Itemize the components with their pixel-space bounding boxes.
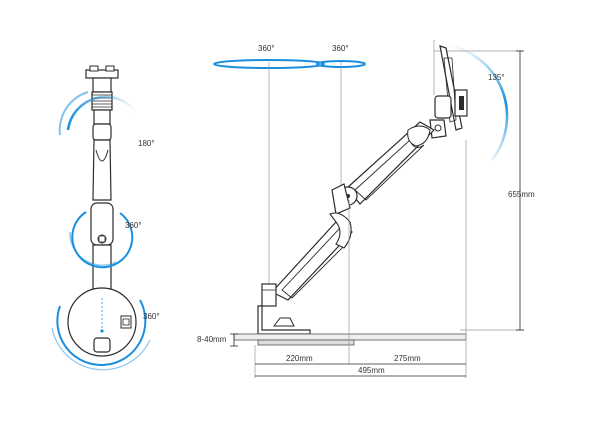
tilt-arc — [435, 42, 509, 161]
upper-arm-front — [92, 139, 112, 201]
label-height: 655mm — [508, 190, 535, 199]
label-rot-mid: 360° — [125, 221, 142, 230]
label-rot-right: 360° — [332, 44, 349, 53]
label-tilt: 135° — [488, 73, 505, 82]
label-dim-b: 275mm — [394, 354, 421, 363]
label-dim-a: 220mm — [286, 354, 313, 363]
label-clamp: 8-40mm — [197, 335, 227, 344]
clamp-bottom — [257, 339, 355, 346]
lower-arm-side — [271, 221, 353, 301]
label-total: 495mm — [358, 366, 385, 375]
desk-top — [233, 333, 467, 341]
label-rot-left: 360° — [258, 44, 275, 53]
rotation-arc-top — [66, 95, 137, 131]
label-rot-base: 360° — [143, 312, 160, 321]
pole-side — [261, 283, 277, 307]
clamp-knob — [120, 315, 132, 329]
rotation-arc-base — [56, 299, 147, 366]
side-view: 360° 360° 655mm 135° — [197, 40, 535, 378]
tilt-knuckle — [92, 77, 112, 93]
front-view: 180° 360° 360° — [51, 65, 160, 371]
rotation-arc-mid — [71, 211, 134, 269]
label-rot-top: 180° — [138, 139, 155, 148]
